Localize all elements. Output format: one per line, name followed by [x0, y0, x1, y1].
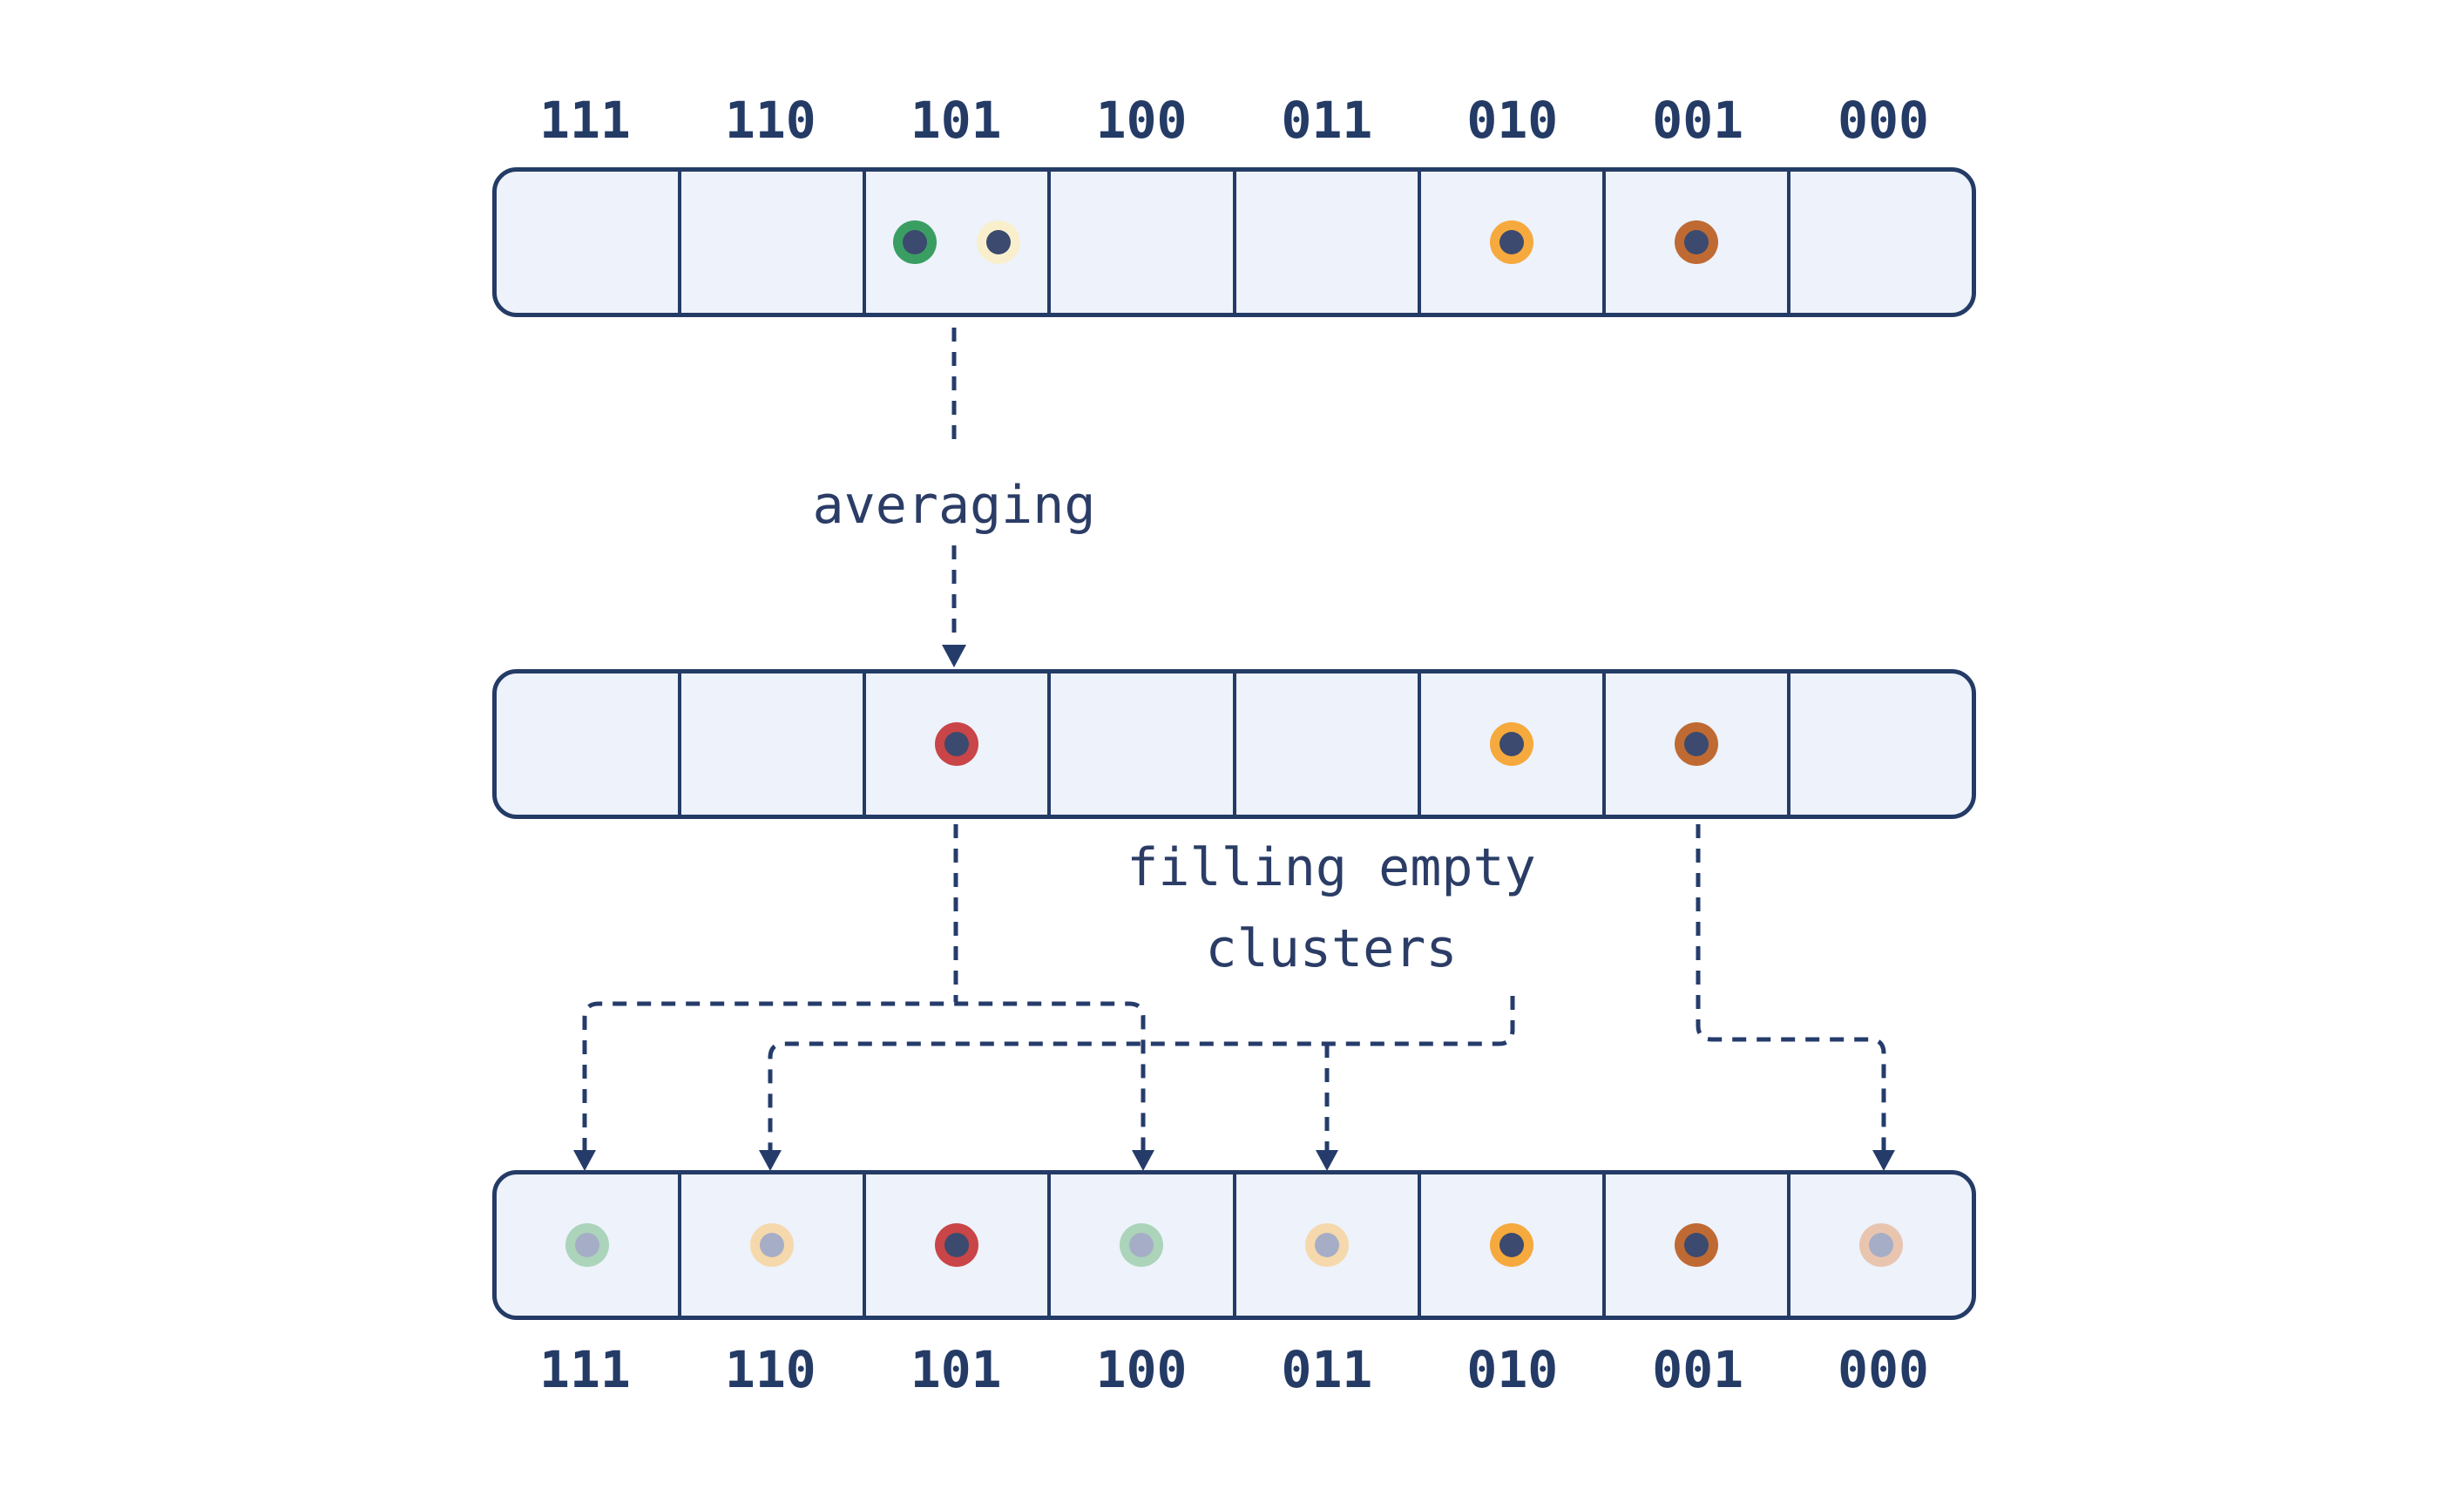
cluster-point-dot [977, 220, 1021, 264]
bit-label: 010 [1466, 91, 1559, 150]
dot-center [1683, 1233, 1709, 1257]
cluster-cell [863, 1174, 1047, 1316]
cluster-cell [1232, 172, 1418, 313]
bit-label: 111 [539, 91, 631, 150]
cluster-cell [497, 1174, 678, 1316]
cluster-cell [1232, 1174, 1418, 1316]
cluster-point-dot [565, 1223, 610, 1267]
bit-label: 101 [910, 91, 1002, 150]
cluster-cell [1786, 1174, 1972, 1316]
dot-center [986, 230, 1012, 254]
cluster-cell [1047, 673, 1232, 815]
dot-center [575, 1233, 600, 1257]
connector-001-to-000-line [1696, 824, 1886, 1152]
bit-label: 001 [1652, 1340, 1744, 1399]
bit-label: 011 [1281, 91, 1373, 150]
cluster-cell [678, 673, 863, 815]
connector-010-to-110-line [768, 996, 1515, 1152]
dot-center [1314, 1233, 1339, 1257]
cluster-point-dot [935, 1223, 979, 1267]
cluster-cell [1047, 1174, 1232, 1316]
cluster-cell [678, 1174, 863, 1316]
top-bit-labels: 111 110 101 100 011 010 001 000 [492, 91, 1976, 150]
dot-center [1129, 1233, 1154, 1257]
cluster-cell [1601, 1174, 1787, 1316]
arrowhead-icon [1132, 1150, 1154, 1171]
dot-center [1499, 1233, 1524, 1257]
cluster-row-bottom [492, 1170, 1976, 1320]
bit-label: 010 [1466, 1340, 1559, 1399]
bit-label: 100 [1095, 91, 1188, 150]
arrowhead-icon [1872, 1150, 1895, 1171]
dot-center [944, 1233, 970, 1257]
dot-center [1499, 732, 1524, 756]
cluster-row-top [492, 167, 1976, 317]
cluster-point-dot [893, 220, 938, 264]
cluster-cell [1417, 673, 1602, 815]
cluster-point-dot [1489, 722, 1533, 766]
cluster-cell [863, 172, 1047, 313]
bit-label: 110 [724, 91, 816, 150]
cluster-cell [1601, 172, 1787, 313]
arrowhead-icon [759, 1150, 782, 1171]
cluster-cell [497, 172, 678, 313]
arrowhead-icon [573, 1150, 596, 1171]
filling-label-line2: clusters [1205, 918, 1458, 979]
cluster-cell [1786, 673, 1972, 815]
dot-center [903, 230, 928, 254]
cluster-point-dot [935, 722, 979, 766]
cluster-point-dot [1674, 220, 1718, 264]
cluster-cell [863, 673, 1047, 815]
arrowhead-icon [1316, 1150, 1338, 1171]
bit-label: 001 [1652, 91, 1744, 150]
cluster-cell [1417, 1174, 1602, 1316]
bit-label: 101 [910, 1340, 1002, 1399]
cluster-point-dot [1674, 1223, 1718, 1267]
cluster-cell [497, 673, 678, 815]
filling-label-line1: filling empty [1127, 837, 1536, 898]
cluster-cell [1417, 172, 1602, 313]
cluster-point-dot [1858, 1223, 1903, 1267]
dot-center [1683, 732, 1709, 756]
dot-center [944, 732, 970, 756]
dot-center [1499, 230, 1524, 254]
cluster-point-dot [1120, 1223, 1164, 1267]
cluster-cell [678, 172, 863, 313]
cluster-cell [1786, 172, 1972, 313]
bit-label: 000 [1838, 1340, 1929, 1399]
cluster-point-dot [1304, 1223, 1349, 1267]
dot-center [1868, 1233, 1893, 1257]
cluster-point-dot [1674, 722, 1718, 766]
bit-label: 100 [1095, 1340, 1188, 1399]
dot-center [1683, 230, 1709, 254]
cluster-cell [1047, 172, 1232, 313]
cluster-point-dot [750, 1223, 795, 1267]
bit-label: 011 [1281, 1340, 1373, 1399]
cluster-point-dot [1489, 220, 1533, 264]
arrowhead-icon [942, 645, 966, 667]
connector-101-to-111-100-line [582, 1001, 1146, 1152]
cluster-point-dot [1489, 1223, 1533, 1267]
bit-label: 110 [724, 1340, 816, 1399]
bit-label: 111 [539, 1340, 631, 1399]
bit-label: 000 [1838, 91, 1929, 150]
cluster-cell [1601, 673, 1787, 815]
dot-center [760, 1233, 785, 1257]
cluster-cell [1232, 673, 1418, 815]
averaging-label: averaging [812, 475, 1096, 536]
cluster-row-middle [492, 669, 1976, 819]
bottom-bit-labels: 111 110 101 100 011 010 001 000 [492, 1340, 1976, 1399]
filling-empty-clusters-label: filling empty clusters [1127, 828, 1536, 990]
